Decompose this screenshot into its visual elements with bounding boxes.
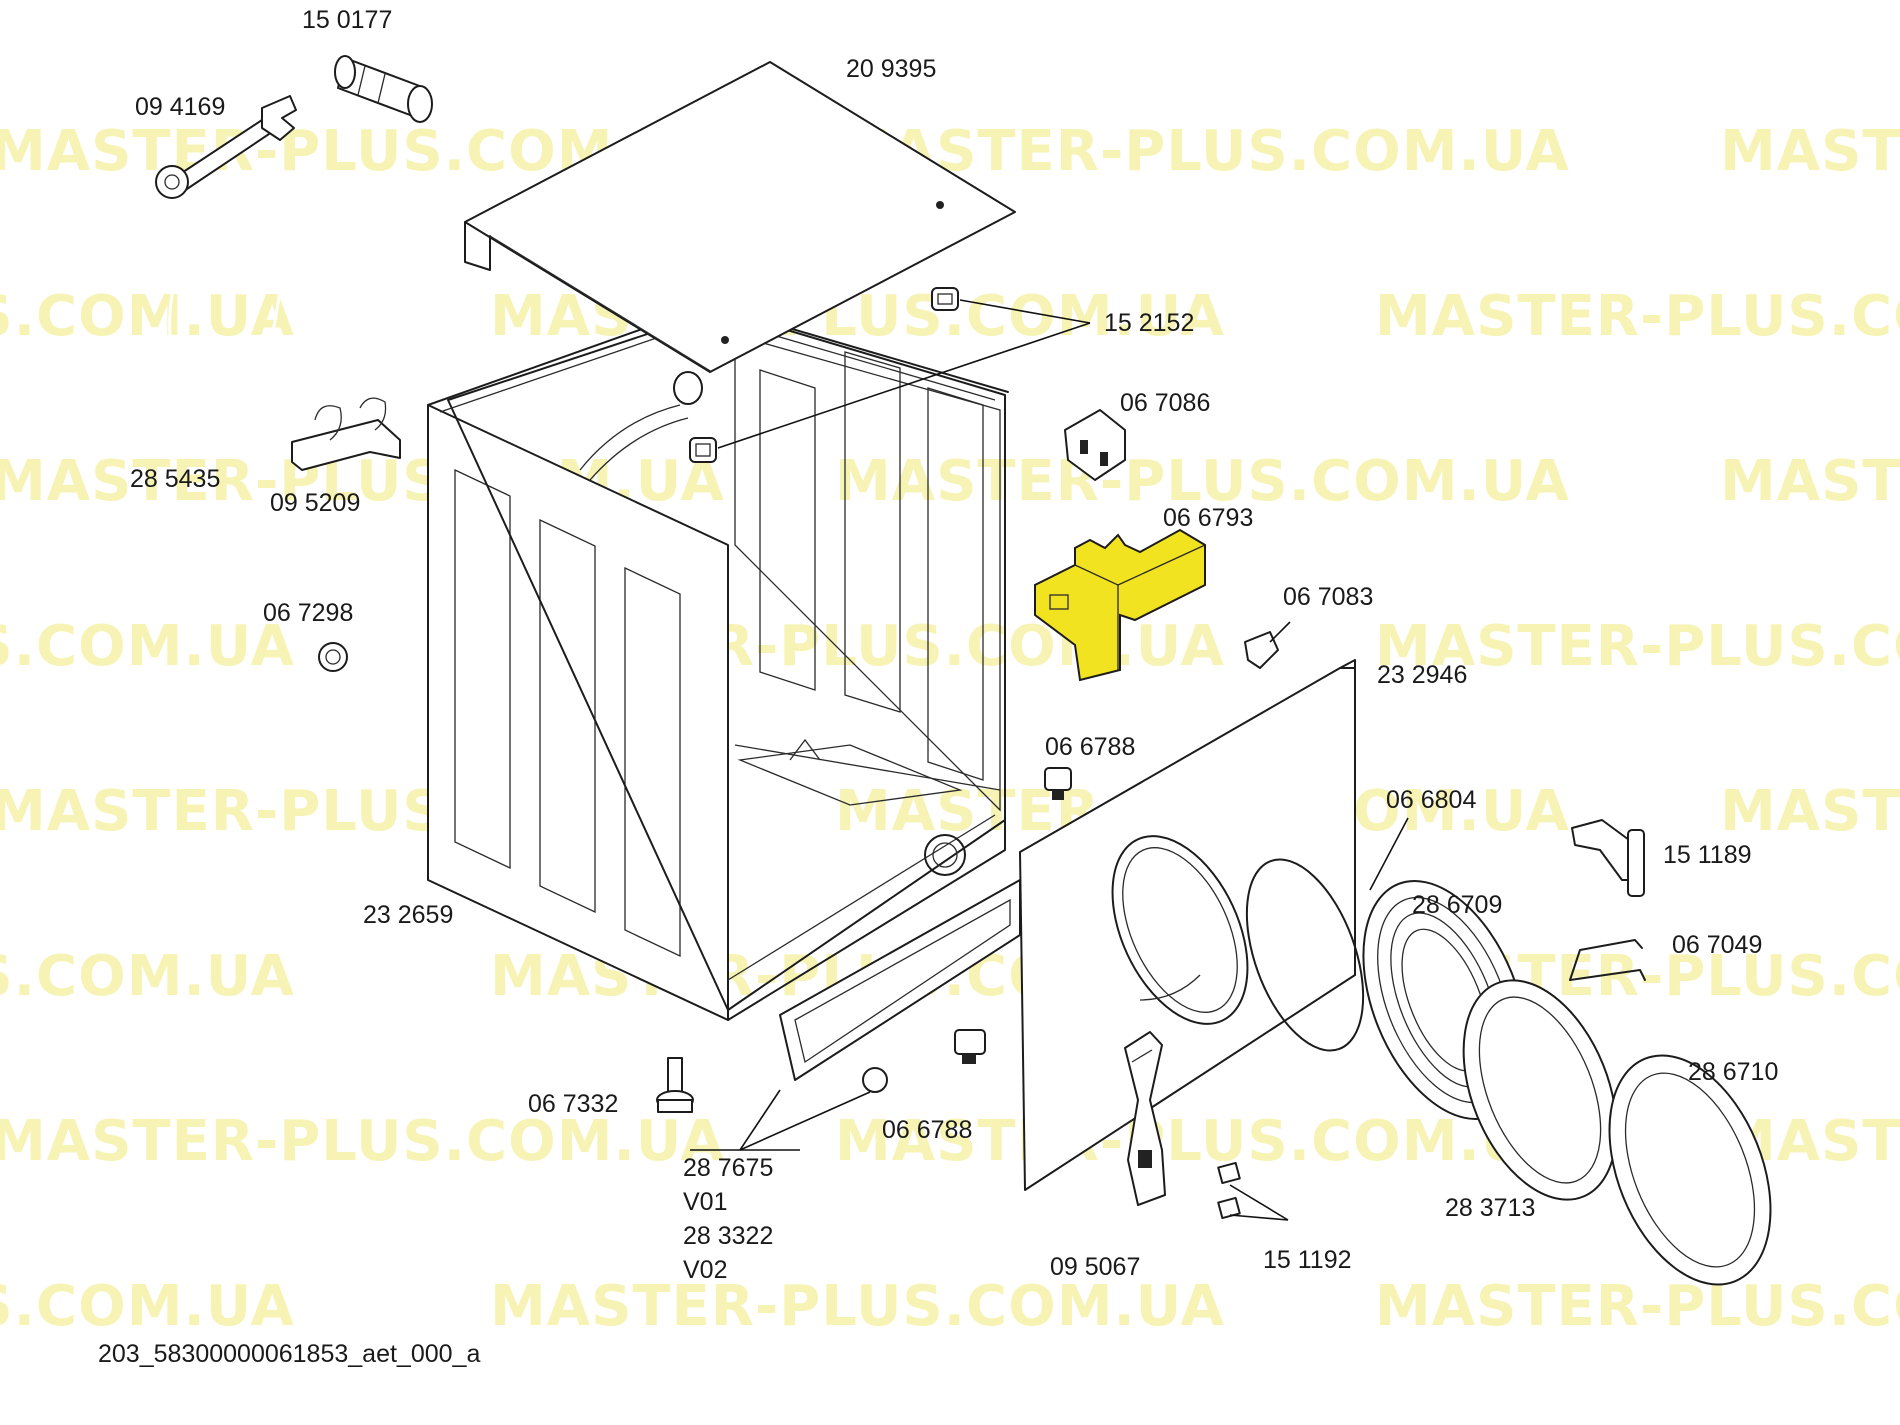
bushing-plinth-drawing [862, 1067, 888, 1093]
watermark: MASTER-PLUS.COM.UA [490, 1274, 1225, 1339]
label-28-7675: 28 7675 [683, 1154, 773, 1182]
label-06-6788-lower: 06 6788 [882, 1116, 972, 1144]
watermark: MASTER-PLUS.COM.UA [1720, 779, 1900, 844]
door-ring-28-6710 [1608, 1054, 1772, 1286]
connector-06-7083-drawing [1244, 631, 1279, 669]
watermark: MASTER-PLUS.COM.UA [0, 944, 295, 1009]
label-v02: V02 [683, 1256, 727, 1284]
label-09-5209: 09 5209 [270, 489, 360, 517]
label-06-7086: 06 7086 [1120, 389, 1210, 417]
watermark: MASTER-PLUS.COM.UA [835, 449, 1570, 514]
bushing-15-2152-left [689, 437, 717, 463]
hose-holder-drawing [291, 397, 401, 471]
hinge-drawing [1571, 819, 1645, 897]
label-28-5435: 28 5435 [130, 465, 220, 493]
adjustable-foot-drawing [656, 1057, 694, 1113]
clip-drawing [1217, 1161, 1241, 1220]
label-20-9395: 20 9395 [846, 55, 936, 83]
label-15-1189: 15 1189 [1663, 841, 1752, 869]
front-panel-drawing [1019, 659, 1356, 1191]
pressure-switch-highlight [1034, 528, 1206, 682]
label-v01: V01 [683, 1188, 727, 1216]
label-23-2946: 23 2946 [1377, 661, 1467, 689]
label-09-5067: 09 5067 [1050, 1253, 1140, 1281]
highlighted-part-06-6793 [1034, 528, 1206, 682]
diagram-caption: 203_58300000061853_aet_000_a [98, 1340, 480, 1368]
label-15-2152: 15 2152 [1104, 309, 1194, 337]
watermark: MASTER-PLUS.COM.UA [0, 1109, 725, 1174]
knob-drawing [318, 642, 348, 672]
label-06-7298: 06 7298 [263, 599, 353, 627]
label-28-6709: 28 6709 [1412, 891, 1502, 919]
door-lock-hook-drawing [1124, 1031, 1166, 1206]
watermark: MASTER-PLUS.COM.UA [0, 1274, 295, 1339]
watermark: MASTER-PLUS.COM.UA [0, 614, 295, 679]
label-09-4169: 09 4169 [135, 93, 225, 121]
watermark: MASTER-PLUS.COM.UA [1375, 284, 1900, 349]
bushing-15-2152-top [931, 287, 959, 311]
label-28-6710: 28 6710 [1688, 1058, 1778, 1086]
wrench-drawing [155, 95, 297, 199]
door-glass-28-3713 [1462, 979, 1618, 1201]
door-wire-ring-06-6804 [1245, 858, 1365, 1052]
leader-lines [690, 299, 1409, 1221]
spring-clip-drawing [1569, 939, 1646, 981]
watermark: MASTER-PLUS.COM.UA [1375, 1274, 1900, 1339]
label-15-1192: 15 1192 [1263, 1246, 1352, 1274]
part-labels: 15 0177 09 4169 20 9395 15 2152 28 5435 … [130, 6, 1778, 1284]
watermark: MASTER-PLUS.COM.UA [1720, 119, 1900, 184]
watermark: MASTER-PLUS.COM.UA [0, 284, 295, 349]
watermark: MASTER-PLUS.COM.UA [1375, 614, 1900, 679]
drain-loop-drawing [168, 221, 283, 436]
label-28-3713: 28 3713 [1445, 1194, 1535, 1222]
plug-06-6788-drawing [1044, 767, 1072, 800]
transport-bolt-drawing [334, 55, 433, 123]
watermark: MASTER-PLUS.COM.UA [1720, 449, 1900, 514]
label-06-6804: 06 6804 [1386, 786, 1476, 814]
label-06-7083: 06 7083 [1283, 583, 1373, 611]
cabinet-mount [673, 371, 703, 405]
label-06-7049: 06 7049 [1672, 931, 1762, 959]
label-06-7332: 06 7332 [528, 1090, 618, 1118]
label-06-6793: 06 6793 [1163, 504, 1253, 532]
label-15-0177: 15 0177 [302, 6, 392, 34]
top-cover-drawing [464, 61, 1016, 373]
connector-06-7086-drawing [1064, 409, 1126, 481]
watermark: MASTER-PLUS.COM.UA [835, 119, 1570, 184]
plinth-strip-drawing [779, 879, 1021, 1081]
watermark: MASTER-PLUS.COM.UA [835, 1109, 1570, 1174]
label-23-2659: 23 2659 [363, 901, 453, 929]
label-06-6788-upper: 06 6788 [1045, 733, 1135, 761]
plug-06-6788-lower-drawing [954, 1029, 986, 1064]
label-28-3322: 28 3322 [683, 1222, 773, 1250]
